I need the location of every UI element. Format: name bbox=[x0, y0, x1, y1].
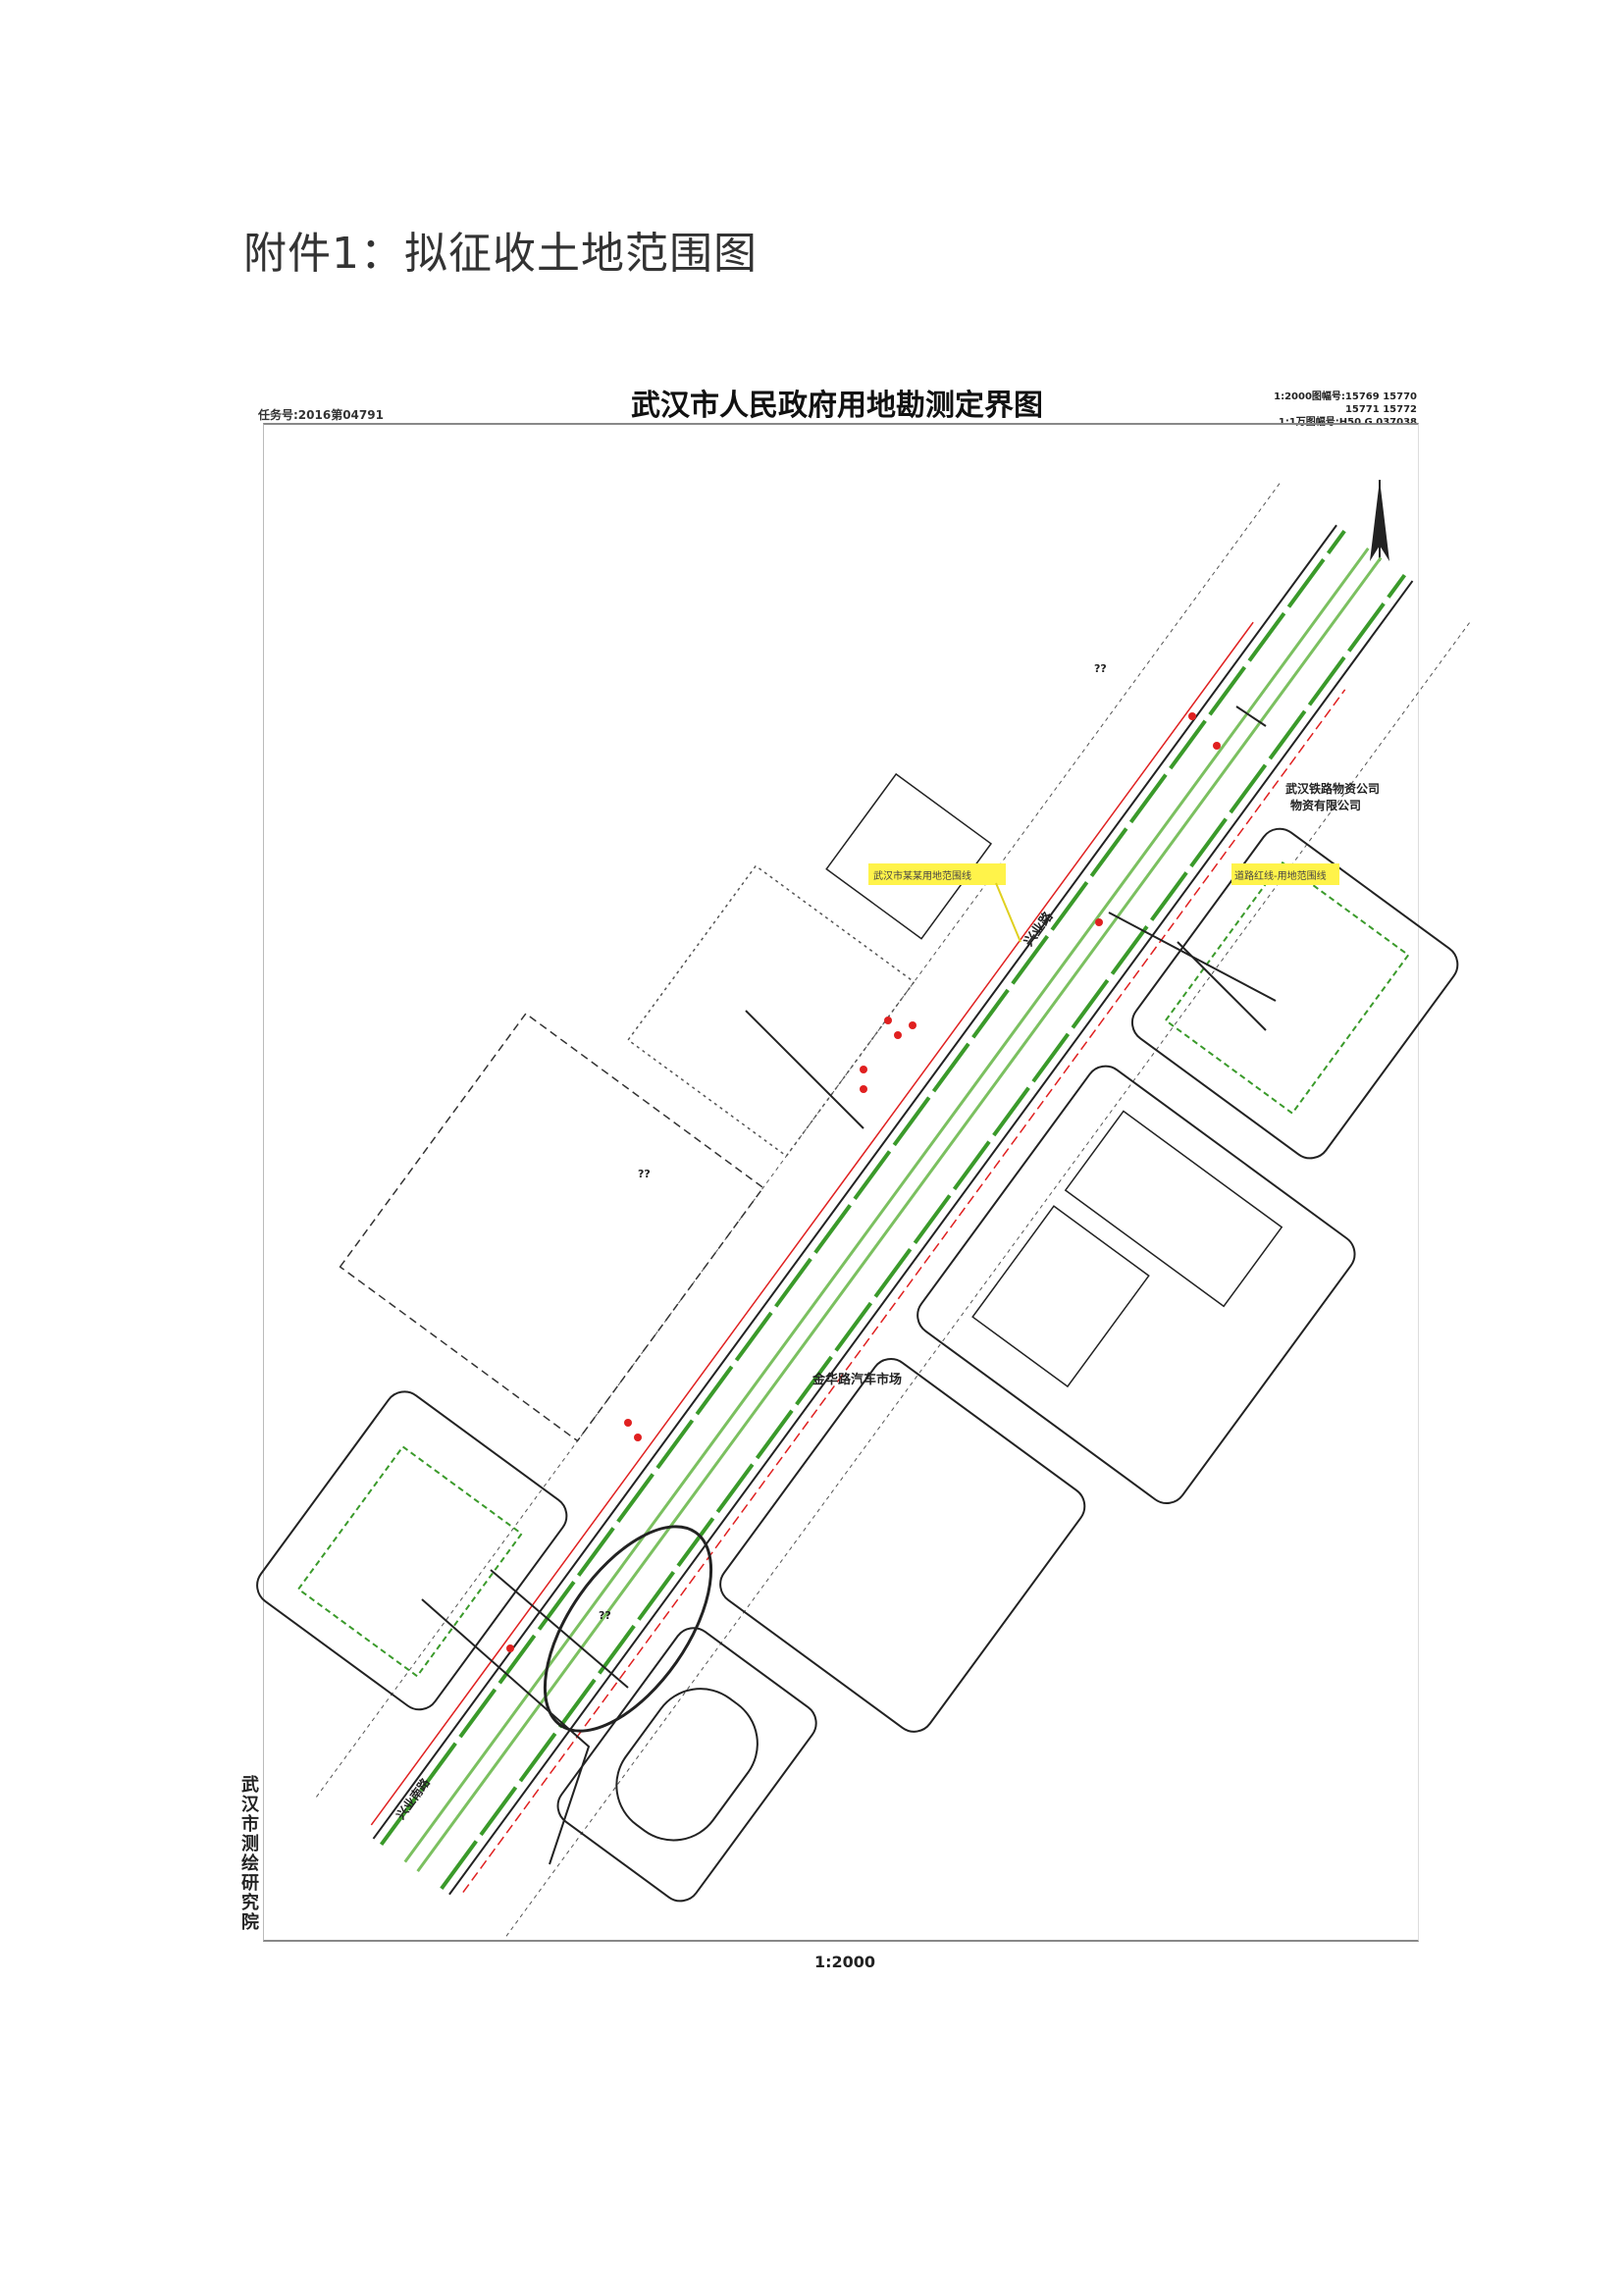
boundary-line bbox=[370, 621, 1254, 1826]
scale-label: 1:2000 bbox=[814, 1953, 876, 1971]
sports-track bbox=[543, 1525, 713, 1733]
map-frame bbox=[263, 423, 1419, 1942]
sheet-numbers-2000: 1:2000图幅号:15769 15770 15771 15772 bbox=[1274, 391, 1417, 415]
map-title: 武汉市人民政府用地勘测定界图 bbox=[631, 389, 1043, 423]
note-left-text: 武汉市某某用地范围线 bbox=[873, 869, 971, 882]
unknown-label: ?? bbox=[1094, 662, 1107, 675]
cross-streets bbox=[421, 705, 1277, 1865]
task-number: 任务号:2016第04791 bbox=[258, 408, 384, 422]
unknown-label: ?? bbox=[599, 1609, 611, 1622]
unknown-label: ?? bbox=[638, 1168, 651, 1180]
north-arrow-icon bbox=[1370, 480, 1389, 561]
company-label-line2: 物资有限公司 bbox=[1290, 798, 1361, 812]
road-label-lower: 兴业南路 bbox=[393, 1774, 433, 1821]
sheet-numbers-10000: 1:1万图幅号:H50 G 037038 bbox=[1278, 417, 1417, 428]
company-label-line1: 武汉铁路物资公司 bbox=[1285, 781, 1380, 796]
main-road bbox=[256, 483, 1470, 1937]
highlight-note-right bbox=[1231, 863, 1339, 885]
publisher-vertical: 武汉市测绘研究院 bbox=[241, 1775, 259, 1933]
market-label: 金华路汽车市场 bbox=[812, 1372, 902, 1387]
document-title: 附件1：拟征收土地范围图 bbox=[243, 229, 758, 279]
highlight-note-left bbox=[868, 863, 1006, 885]
note-right-text: 道路红线-用地范围线 bbox=[1234, 869, 1327, 882]
sheet-numbers: 1:2000图幅号:15769 15770 15771 15772 1:1万图幅… bbox=[1256, 391, 1417, 429]
boundary-points bbox=[506, 712, 1221, 1652]
